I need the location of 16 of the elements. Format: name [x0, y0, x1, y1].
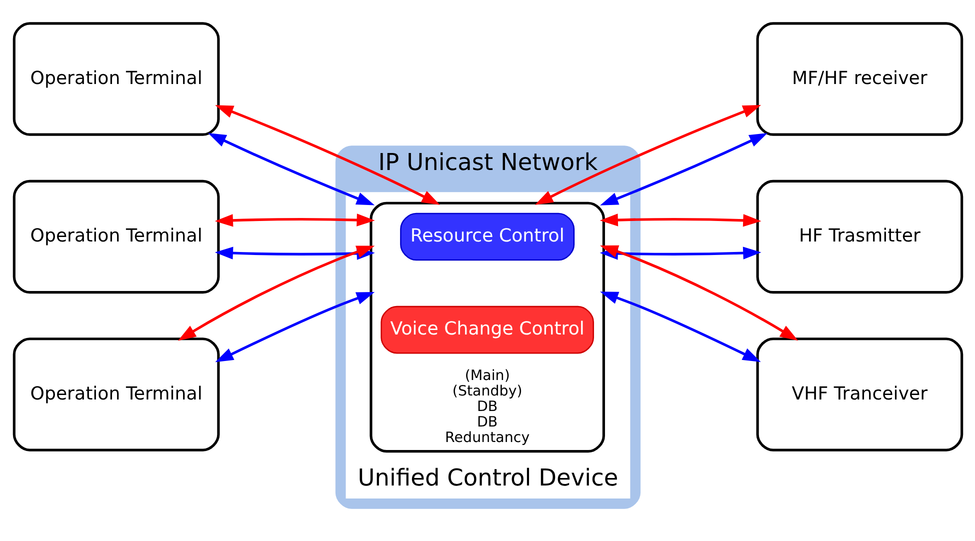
arrow: [214, 104, 440, 204]
arrow: [600, 132, 768, 205]
arrow: [207, 132, 374, 205]
arrow: [214, 292, 374, 362]
node-box: VHF Tranceiver: [756, 337, 963, 451]
arrow: [214, 213, 374, 226]
node-box: MF/HF receiver: [756, 22, 963, 136]
node-box: Voice Change Control: [380, 305, 594, 354]
node-box: HF Trasmitter: [756, 179, 963, 294]
node-box: Operation Terminal: [12, 179, 220, 294]
node-box: Operation Terminal: [12, 22, 220, 136]
arrow: [600, 291, 760, 362]
arrow: [599, 213, 761, 226]
node-box: Resource Control: [400, 212, 574, 260]
node-box: Operation Terminal: [12, 337, 220, 451]
arrow: [534, 104, 761, 204]
